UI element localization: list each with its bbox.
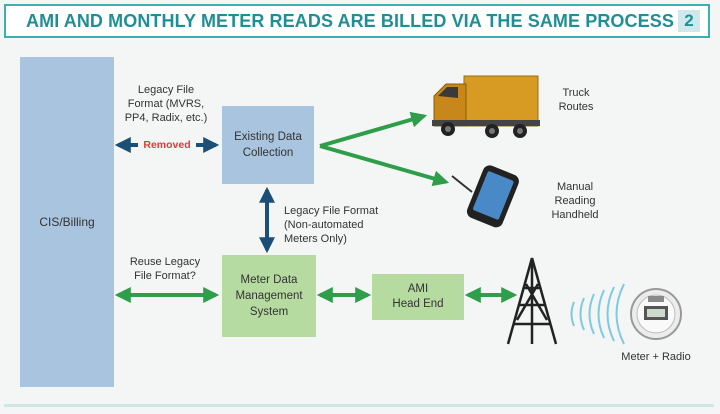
- radio-waves-icon: [570, 283, 625, 345]
- non-automated-line-2: (Non-automated: [284, 219, 364, 231]
- handheld-arrow: [319, 144, 450, 187]
- mdm-label-1: Meter Data: [240, 274, 298, 286]
- legacy-format-line-2: Format (MVRS,: [127, 98, 205, 110]
- truck-routes-line-2: Routes: [558, 101, 594, 113]
- page-number-badge: 2: [678, 10, 700, 32]
- meter-icon: [630, 288, 682, 340]
- non-automated-label: Legacy File Format (Non-automated Meters…: [284, 204, 414, 246]
- radio-tower-icon: [506, 257, 558, 345]
- existing-data-collection-label-1: Existing Data: [234, 131, 302, 143]
- page-title: AMI AND MONTHLY METER READS ARE BILLED V…: [26, 11, 674, 31]
- mdm-label-3: System: [249, 306, 289, 318]
- handheld-line-1: Manual: [556, 181, 594, 193]
- existing-data-collection-box: Existing Data Collection: [222, 106, 314, 184]
- meter-data-management-box: Meter Data Management System: [222, 255, 316, 337]
- bottom-rule: [4, 404, 714, 407]
- mdm-label-2: Management: [235, 290, 303, 302]
- legacy-format-line-1: Legacy File: [137, 84, 195, 96]
- truck-icon: [432, 75, 540, 138]
- meter-radio-label: Meter + Radio: [621, 351, 691, 363]
- title-bar: AMI AND MONTHLY METER READS ARE BILLED V…: [4, 4, 710, 38]
- existing-data-collection-label-2: Collection: [242, 147, 294, 159]
- ami-label-2: Head End: [392, 298, 444, 310]
- reuse-legacy-line-1: Reuse Legacy: [129, 256, 201, 268]
- handheld-icon: [451, 165, 519, 228]
- reuse-legacy-label: Reuse Legacy File Format?: [118, 255, 212, 283]
- removed-label-bg: [138, 137, 196, 153]
- truck-routes-label: Truck Routes: [546, 86, 606, 114]
- ami-head-end-box: AMI Head End: [372, 274, 464, 320]
- non-automated-line-1: Legacy File Format: [284, 205, 379, 217]
- cis-billing-box: CIS/Billing: [20, 57, 114, 387]
- truck-routes-line-1: Truck: [562, 87, 590, 99]
- reuse-legacy-line-2: File Format?: [134, 270, 196, 282]
- non-automated-line-3: Meters Only): [284, 233, 347, 245]
- truck-arrow: [319, 111, 428, 148]
- removed-label: Removed: [143, 139, 191, 151]
- legacy-format-line-3: PP4, Radix, etc.): [124, 112, 208, 124]
- cis-billing-label: CIS/Billing: [39, 215, 95, 229]
- handheld-line-2: Reading: [554, 195, 596, 207]
- handheld-label: Manual Reading Handheld: [540, 180, 610, 222]
- handheld-line-3: Handheld: [551, 209, 599, 221]
- legacy-format-label: Legacy File Format (MVRS, PP4, Radix, et…: [118, 83, 214, 125]
- ami-label-1: AMI: [407, 283, 429, 295]
